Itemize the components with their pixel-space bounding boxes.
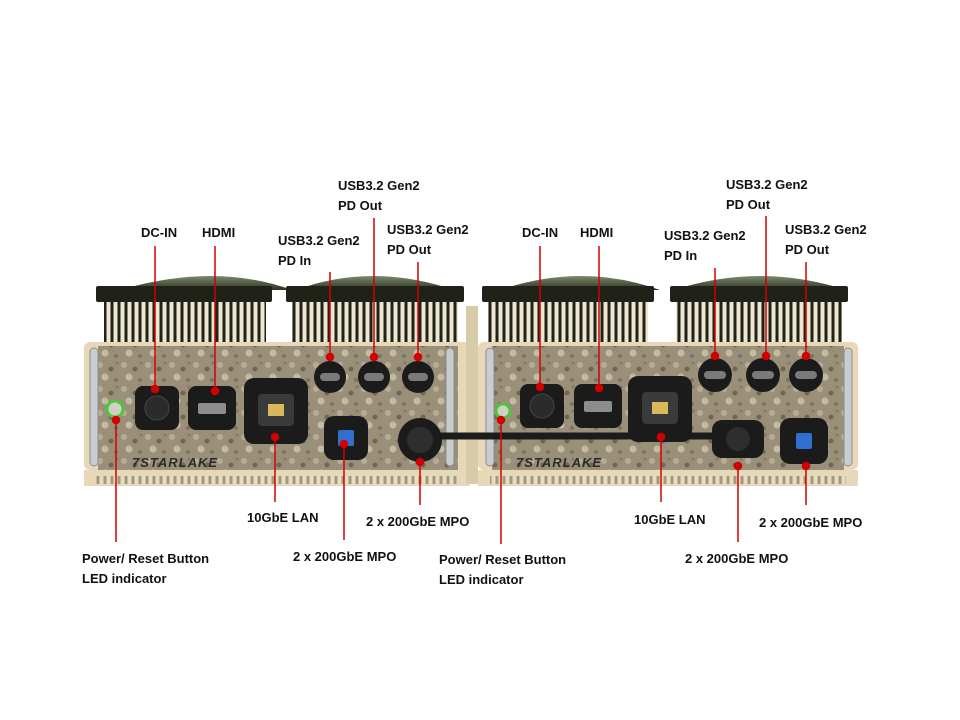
label-mpo: 2 x 200GbE MPO	[293, 549, 397, 564]
power-led-icon	[494, 402, 512, 420]
unit-1-ports: 7STARLAKE	[105, 361, 442, 470]
label-mpo: 2 x 200GbE MPO	[759, 515, 863, 530]
label-hdmi: HDMI	[202, 225, 236, 240]
brand-logo: 7STARLAKE	[132, 455, 218, 470]
label-dc-in: DC-IN	[522, 225, 559, 240]
label-10gbe-lan: 10GbE LAN	[247, 510, 319, 525]
label-mpo: 2 x 200GbE MPO	[685, 551, 789, 566]
label-dc-in: DC-IN	[141, 225, 178, 240]
label-mpo: 2 x 200GbE MPO	[366, 514, 470, 529]
label-hdmi: HDMI	[580, 225, 614, 240]
power-led-icon	[105, 399, 125, 419]
label-10gbe-lan: 10GbE LAN	[634, 512, 706, 527]
leader-lines	[111, 216, 811, 544]
unit-2-ports: 7STARLAKE	[494, 358, 828, 470]
brand-logo: 7STARLAKE	[516, 455, 602, 470]
